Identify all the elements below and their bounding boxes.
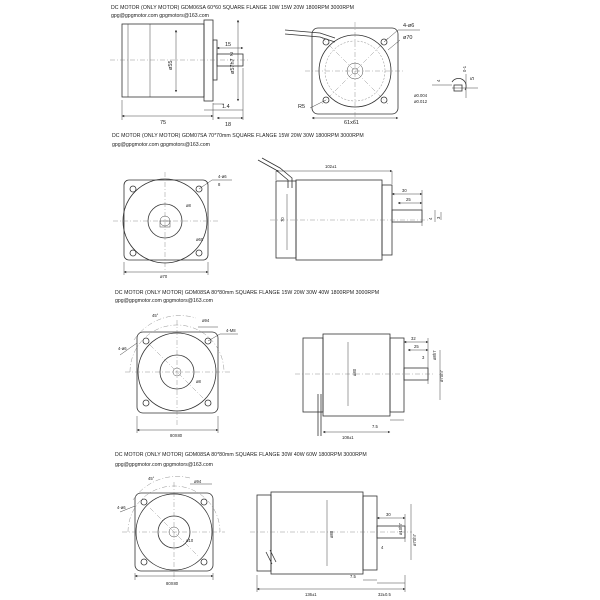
s4-d10h7: ø10h7 [398, 522, 403, 535]
s3-d4-6: 4-ø6 [118, 346, 127, 351]
section2-front-view: 4-ø6 8 ø8 ø60 ø70 [113, 172, 232, 279]
s1-d61: 61x61 [344, 120, 359, 126]
s4-d45: 45° [148, 476, 155, 481]
s2-d4-6: 4-ø6 [218, 174, 227, 179]
s3-d80x80: 80X80 [170, 433, 183, 438]
s4-d32: 32±0.5 [378, 592, 391, 597]
s3-d32: 32 [411, 336, 416, 341]
s3-d8: ø8 [196, 379, 202, 384]
s3-d94: ø94 [202, 318, 210, 323]
section1-side-view: ø55 ø57h7 15 2 75 1.4 18 [110, 19, 250, 128]
s2-d25: 25 [406, 197, 411, 202]
s4-d30: 30 [386, 512, 391, 517]
s2-d3: 3 [436, 216, 441, 219]
s1-d55: ø55 [168, 61, 174, 70]
section1-shaft-detail: 4 0-1 5 ø0.004 ø0.012 [414, 65, 478, 104]
s1-d2: 2 [230, 52, 233, 58]
section4-contact: gpg@gpgmotor.com gpgmotors@163.com [115, 462, 213, 468]
s2-d8: ø8 [186, 203, 192, 208]
section2-contact: gpg@gpgmotor.com gpgmotors@163.com [112, 142, 210, 148]
s2-d4: 4 [428, 217, 433, 220]
s4-d80x80: 80X80 [166, 581, 179, 586]
section1-contact: gpg@gpgmotor.com gpgmotors@163.com [111, 13, 209, 19]
s4-d80: ø80 [329, 530, 334, 538]
s2-d60: ø60 [196, 237, 204, 242]
s3-d3: 3 [422, 355, 425, 360]
s2-d102: 102±1 [325, 164, 337, 169]
s4-d10: ø10 [186, 538, 194, 543]
section4-side-view: 30 4 ø10h7 ø70h7 ø80 7.5 136±1 32±0.5 [250, 491, 417, 597]
s3-d80: ø80 [352, 368, 357, 376]
section2-title: DC MOTOR (ONLY MOTOR) GDM07SA 70*70mm SQ… [112, 133, 364, 139]
s1-d15: 15 [225, 42, 231, 48]
s3-d25: 25 [414, 344, 419, 349]
s1-r5: R5 [298, 104, 305, 110]
section3-side-view: 32 25 3 ø8h7 ø70h7 ø80 7.5 108±1 [295, 333, 444, 440]
section4-front-view: 45° ø94 4-ø6 ø10 80X80 [117, 476, 225, 586]
s1-d1-4: 1.4 [222, 104, 230, 110]
section1-front-view: 61x61 4-ø6 ø70 R5 [284, 22, 420, 126]
s1-d18: 18 [225, 122, 231, 128]
s4-d70h7: ø70h7 [412, 533, 417, 546]
s3-d8h7: ø8h7 [432, 350, 437, 360]
s2-d70x70: 70 [280, 217, 285, 222]
s3-d7-5: 7.5 [372, 424, 378, 429]
section2-side-view: 102±1 30 25 70 4 3 [257, 157, 442, 261]
section1-title: DC MOTOR (ONLY MOTOR) GDM06SA 60*60 SQUA… [111, 5, 355, 11]
s4-d4: 4 [381, 545, 384, 550]
s2-d70: ø70 [160, 274, 168, 279]
s4-d4-6: 4-ø6 [117, 505, 126, 510]
s1-d0-1: 0-1 [462, 65, 467, 72]
s3-d4-m8: 4-M8 [226, 328, 236, 333]
s1-d75: 75 [160, 120, 166, 126]
s3-d108: 108±1 [342, 435, 354, 440]
section3-front-view: 45° ø94 4-M8 4-ø6 ø8 80X80 [118, 313, 238, 438]
s3-d70h7: ø70h7 [439, 369, 444, 382]
s1-d0-004: ø0.004 [414, 93, 428, 98]
s1-d57h7: ø57h7 [230, 58, 236, 74]
s4-d136: 136±1 [305, 592, 317, 597]
s2-d30: 30 [402, 188, 407, 193]
s4-d94: ø94 [194, 479, 202, 484]
s3-d45: 45° [152, 313, 159, 318]
section3-title: DC MOTOR (ONLY MOTOR) GDM08SA 80*80mm SQ… [115, 290, 380, 296]
s1-d70: ø70 [403, 35, 412, 41]
s4-d7-5: 7.5 [350, 574, 356, 579]
s1-d5: 5 [470, 77, 476, 80]
s2-d8b: 8 [218, 182, 221, 187]
section3-contact: gpg@gpgmotor.com gpgmotors@163.com [115, 298, 213, 304]
s1-d4: 4 [436, 79, 441, 82]
s1-d4-6: 4-ø6 [403, 23, 414, 29]
section4-title: DC MOTOR (ONLY MOTOR) GDM08SA 80*80mm SQ… [115, 452, 367, 458]
s1-d0-012: ø0.012 [414, 99, 428, 104]
